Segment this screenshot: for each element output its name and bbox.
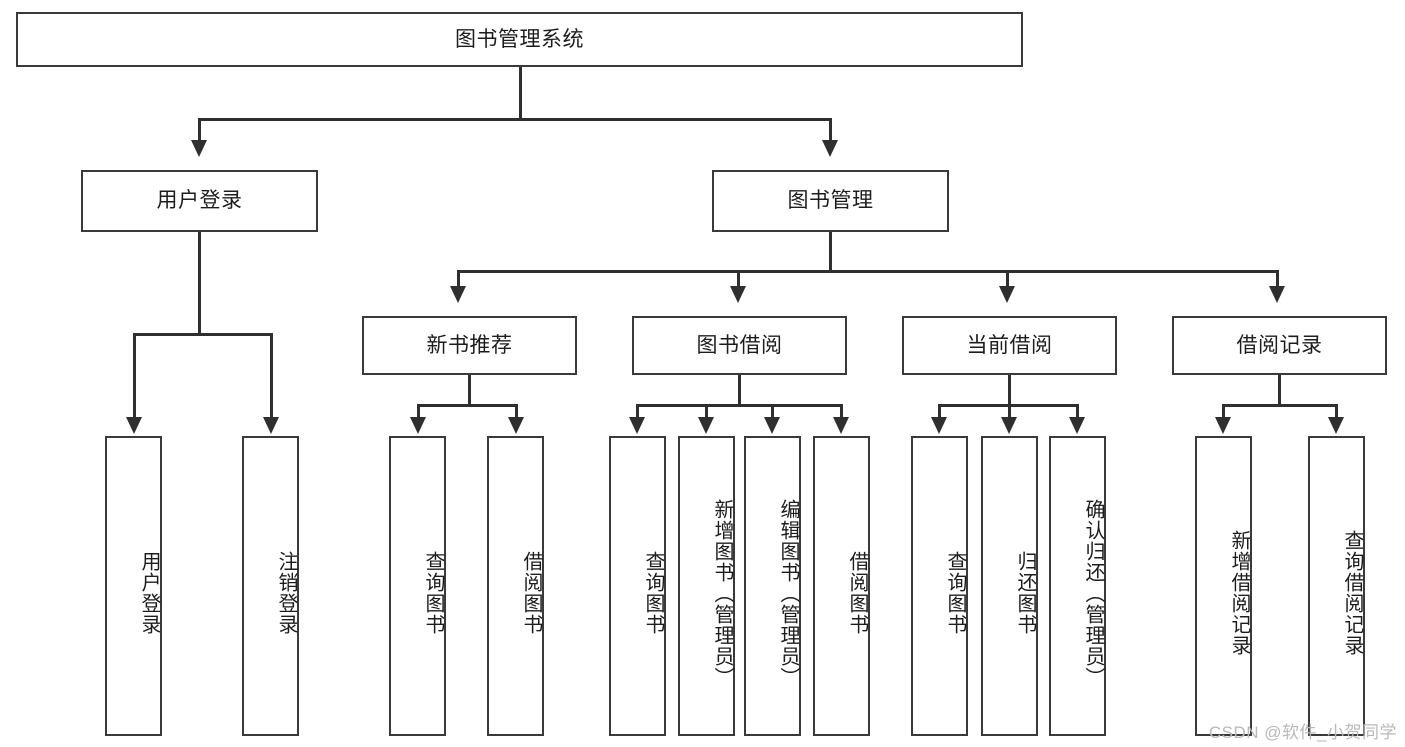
connector-bm-drop-3 — [1006, 270, 1009, 287]
arrow-to-leaf-borrow-book-1 — [508, 417, 524, 434]
arrow-to-leaf-user-logout — [263, 417, 279, 434]
node-label: 新增图书（管理员） — [711, 498, 733, 688]
node-label: 图书借阅 — [696, 333, 783, 357]
connector-root-stem — [519, 67, 522, 118]
arrow-to-leaf-query-book-3 — [931, 417, 947, 434]
node-leaf-confirm-return[interactable]: 确认归还（管理员） — [1049, 436, 1106, 736]
node-label: 新增借阅记录 — [1228, 530, 1250, 656]
node-label: 借阅记录 — [1236, 333, 1323, 357]
connector-br-bus — [1222, 404, 1338, 407]
connector-cb-stem — [1008, 375, 1011, 405]
node-label: 注销登录 — [275, 551, 297, 635]
node-label: 用户登录 — [138, 551, 160, 635]
arrow-to-leaf-add-book — [698, 417, 714, 434]
arrow-to-borrow-record — [1269, 286, 1285, 303]
connector-root-drop-right — [829, 118, 832, 142]
connector-bb-drop-1 — [636, 404, 639, 419]
node-leaf-query-book-1[interactable]: 查询图书 — [389, 436, 446, 736]
node-user-login[interactable]: 用户登录 — [81, 170, 318, 232]
connector-cb-drop-1 — [938, 404, 941, 419]
node-label: 借阅图书 — [846, 551, 868, 635]
connector-bb-drop-2 — [705, 404, 708, 419]
node-label: 用户登录 — [156, 189, 243, 213]
node-label: 图书管理 — [787, 189, 874, 213]
arrow-to-leaf-user-login — [126, 417, 142, 434]
node-borrow-record[interactable]: 借阅记录 — [1172, 316, 1387, 375]
arrow-to-leaf-borrow-book-2 — [833, 417, 849, 434]
node-label: 查询图书 — [422, 551, 444, 635]
node-label: 当前借阅 — [966, 333, 1053, 357]
node-leaf-borrow-book-2[interactable]: 借阅图书 — [813, 436, 870, 736]
node-book-borrow[interactable]: 图书借阅 — [632, 316, 847, 375]
csdn-watermark: CSDN @软件_小贺同学 — [1208, 723, 1397, 742]
arrow-to-current-borrow — [999, 286, 1015, 303]
node-label: 查询借阅记录 — [1341, 530, 1363, 656]
node-leaf-query-book-2[interactable]: 查询图书 — [609, 436, 666, 736]
connector-bm-drop-4 — [1276, 270, 1279, 287]
connector-book-management-stem — [829, 232, 832, 271]
node-leaf-edit-book[interactable]: 编辑图书（管理员） — [744, 436, 801, 736]
connector-bm-drop-1 — [457, 270, 460, 287]
connector-bb-stem — [738, 375, 741, 405]
connector-br-drop-2 — [1335, 404, 1338, 419]
connector-nbr-drop-1 — [417, 404, 420, 419]
node-label: 编辑图书（管理员） — [777, 498, 799, 688]
connector-user-login-stem — [198, 232, 201, 334]
arrow-to-leaf-edit-book — [764, 417, 780, 434]
arrow-to-user-login — [191, 140, 207, 157]
node-label: 借阅图书 — [520, 551, 542, 635]
connector-root-drop-left — [198, 118, 201, 142]
connector-br-stem — [1278, 375, 1281, 405]
connector-bm-drop-2 — [737, 270, 740, 287]
connector-bb-bus — [636, 404, 843, 407]
node-label: 归还图书 — [1014, 551, 1036, 635]
arrow-to-leaf-query-book-1 — [410, 417, 426, 434]
node-leaf-user-logout[interactable]: 注销登录 — [242, 436, 299, 736]
node-new-book-recommend[interactable]: 新书推荐 — [362, 316, 577, 375]
node-label: 查询图书 — [944, 551, 966, 635]
node-label: 查询图书 — [642, 551, 664, 635]
node-leaf-add-record[interactable]: 新增借阅记录 — [1195, 436, 1252, 736]
node-book-management[interactable]: 图书管理 — [712, 170, 949, 232]
arrow-to-book-borrow — [730, 286, 746, 303]
arrow-to-leaf-query-record — [1328, 417, 1344, 434]
connector-bb-drop-3 — [771, 404, 774, 419]
connector-book-management-bus — [457, 270, 1278, 273]
arrow-to-leaf-query-book-2 — [629, 417, 645, 434]
node-root-system[interactable]: 图书管理系统 — [16, 12, 1023, 67]
connector-nbr-bus — [417, 404, 518, 407]
connector-cb-drop-2 — [1008, 404, 1011, 419]
node-current-borrow[interactable]: 当前借阅 — [902, 316, 1117, 375]
connector-user-login-drop-2 — [270, 333, 273, 419]
connector-root-bus — [198, 118, 832, 121]
node-leaf-add-book[interactable]: 新增图书（管理员） — [678, 436, 735, 736]
node-leaf-return-book[interactable]: 归还图书 — [981, 436, 1038, 736]
node-label: 确认归还（管理员） — [1082, 498, 1104, 688]
node-leaf-query-record[interactable]: 查询借阅记录 — [1308, 436, 1365, 736]
node-leaf-query-book-3[interactable]: 查询图书 — [911, 436, 968, 736]
node-leaf-user-login[interactable]: 用户登录 — [105, 436, 162, 736]
node-leaf-borrow-book-1[interactable]: 借阅图书 — [487, 436, 544, 736]
arrow-to-leaf-return-book — [1001, 417, 1017, 434]
connector-nbr-drop-2 — [515, 404, 518, 419]
connector-user-login-bus — [133, 333, 273, 336]
connector-cb-drop-3 — [1076, 404, 1079, 419]
node-label: 图书管理系统 — [455, 27, 584, 51]
node-label: 新书推荐 — [426, 333, 513, 357]
arrow-to-leaf-add-record — [1215, 417, 1231, 434]
connector-bb-drop-4 — [840, 404, 843, 419]
connector-user-login-drop-1 — [133, 333, 136, 419]
arrow-to-leaf-confirm-return — [1069, 417, 1085, 434]
connector-nbr-stem — [468, 375, 471, 405]
arrow-to-book-management — [822, 140, 838, 157]
connector-br-drop-1 — [1222, 404, 1225, 419]
arrow-to-new-book-recommend — [450, 286, 466, 303]
